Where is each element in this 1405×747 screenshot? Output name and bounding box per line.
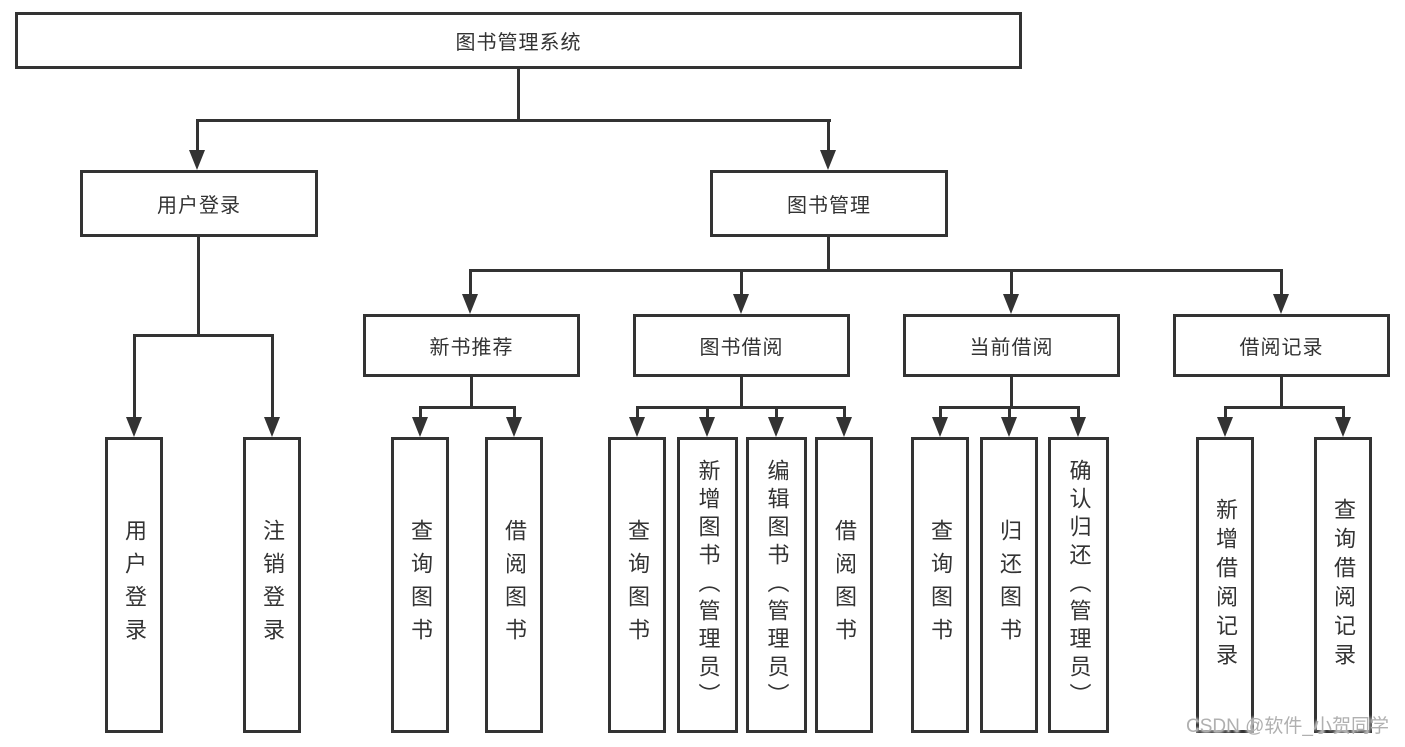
leaf-label: 查询图书: [625, 519, 650, 651]
leaf-logout: 注销登录: [243, 437, 301, 733]
connector-root-stub-left: [196, 119, 199, 152]
connector-mgmt-stub-3: [1010, 269, 1013, 297]
leaf-query-books-recommend: 查询图书: [391, 437, 449, 733]
arrow-down-icon: [264, 417, 280, 437]
connector-current-stub-1: [939, 406, 942, 419]
connector-mgmt-stub-2: [740, 269, 743, 297]
node-label: 图书管理: [787, 195, 871, 217]
connector-borrow-stub-4: [843, 406, 846, 419]
leaf-label: 注销登录: [260, 519, 285, 651]
watermark: CSDN @软件_小贺同学: [1186, 716, 1389, 737]
arrow-down-icon: [836, 417, 852, 437]
connector-records-stub-1: [1224, 406, 1227, 419]
node-book-management: 图书管理: [710, 170, 948, 237]
arrow-down-icon: [412, 417, 428, 437]
leaf-label: 借阅图书: [832, 519, 857, 651]
leaf-label: 用户登录: [122, 519, 147, 651]
arrow-down-icon: [189, 150, 205, 170]
node-book-borrow: 图书借阅: [633, 314, 850, 377]
arrow-down-icon: [1001, 417, 1017, 437]
node-label: 借阅记录: [1239, 337, 1324, 359]
connector-records-bar: [1224, 406, 1345, 409]
leaf-label: 新增图书（管理员）: [695, 459, 721, 711]
leaf-label: 归还图书: [997, 519, 1022, 651]
arrow-down-icon: [1003, 294, 1019, 314]
connector-login-bar: [133, 334, 274, 337]
leaf-label: 查询图书: [928, 519, 953, 651]
node-label: 图书管理系统: [455, 32, 582, 54]
leaf-edit-book-admin: 编辑图书（管理员）: [746, 437, 807, 733]
connector-borrow-stub-1: [636, 406, 639, 419]
connector-root-bar: [196, 119, 831, 122]
node-current-borrow: 当前借阅: [903, 314, 1120, 377]
arrow-down-icon: [699, 417, 715, 437]
leaf-query-books-current: 查询图书: [911, 437, 969, 733]
leaf-label: 编辑图书（管理员）: [764, 459, 790, 711]
leaf-return-book: 归还图书: [980, 437, 1038, 733]
connector-mgmt-bar: [469, 269, 1283, 272]
arrow-down-icon: [462, 294, 478, 314]
leaf-borrow-books-borrow: 借阅图书: [815, 437, 873, 733]
connector-current-stub-2: [1008, 406, 1011, 419]
leaf-label: 确认归还（管理员）: [1066, 459, 1092, 711]
arrow-down-icon: [733, 294, 749, 314]
connector-recommend-stem: [470, 376, 473, 409]
connector-borrow-stem: [740, 376, 743, 409]
connector-mgmt-stem: [827, 236, 830, 272]
leaf-query-books-borrow: 查询图书: [608, 437, 666, 733]
connector-borrow-stub-3: [775, 406, 778, 419]
node-new-book-recommend: 新书推荐: [363, 314, 580, 377]
node-label: 图书借阅: [699, 337, 784, 359]
leaf-borrow-books-recommend: 借阅图书: [485, 437, 543, 733]
arrow-down-icon: [1070, 417, 1086, 437]
arrow-down-icon: [768, 417, 784, 437]
connector-records-stem: [1280, 376, 1283, 409]
connector-mgmt-stub-1: [469, 269, 472, 297]
connector-login-stub-2: [271, 334, 274, 419]
connector-root-stem: [517, 68, 520, 121]
connector-login-stub-1: [133, 334, 136, 419]
connector-recommend-stub-2: [513, 406, 516, 419]
leaf-query-borrow-record: 查询借阅记录: [1314, 437, 1372, 733]
arrow-down-icon: [506, 417, 522, 437]
connector-borrow-bar: [636, 406, 846, 409]
leaf-label: 查询借阅记录: [1331, 498, 1356, 672]
connector-current-stem: [1010, 376, 1013, 409]
connector-root-stub-right: [827, 119, 830, 152]
connector-borrow-stub-2: [706, 406, 709, 419]
connector-login-stem: [197, 236, 200, 336]
node-label: 用户登录: [157, 195, 241, 217]
connector-recommend-stub-1: [419, 406, 422, 419]
arrow-down-icon: [820, 150, 836, 170]
arrow-down-icon: [932, 417, 948, 437]
arrow-down-icon: [1217, 417, 1233, 437]
arrow-down-icon: [629, 417, 645, 437]
connector-recommend-bar: [419, 406, 516, 409]
node-library-management-system: 图书管理系统: [15, 12, 1022, 69]
leaf-add-book-admin: 新增图书（管理员）: [677, 437, 738, 733]
connector-records-stub-2: [1342, 406, 1345, 419]
connector-mgmt-stub-4: [1280, 269, 1283, 297]
node-user-login: 用户登录: [80, 170, 318, 237]
leaf-confirm-return-admin: 确认归还（管理员）: [1048, 437, 1109, 733]
leaf-label: 查询图书: [408, 519, 433, 651]
node-borrow-records: 借阅记录: [1173, 314, 1390, 377]
arrow-down-icon: [1273, 294, 1289, 314]
leaf-label: 借阅图书: [502, 519, 527, 651]
connector-current-stub-3: [1077, 406, 1080, 419]
arrow-down-icon: [126, 417, 142, 437]
node-label: 当前借阅: [969, 337, 1054, 359]
arrow-down-icon: [1335, 417, 1351, 437]
node-label: 新书推荐: [429, 337, 514, 359]
leaf-add-borrow-record: 新增借阅记录: [1196, 437, 1254, 733]
leaf-user-login: 用户登录: [105, 437, 163, 733]
leaf-label: 新增借阅记录: [1213, 498, 1238, 672]
